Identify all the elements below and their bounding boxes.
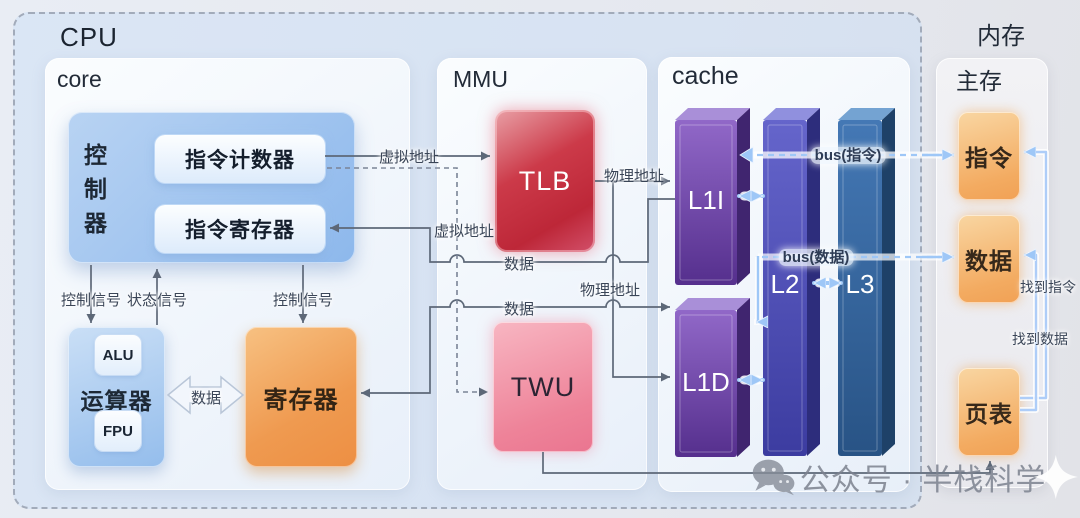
cache-label: cache	[672, 62, 739, 90]
alu-unit-label: 运算器	[80, 388, 153, 414]
found-data-label: 找到数据	[1012, 331, 1068, 347]
physical-address-l1d-label: 物理地址	[579, 282, 641, 299]
tlb-box: TLB	[495, 110, 595, 252]
cpu-label: CPU	[60, 22, 118, 52]
register-file-box: 寄存器	[245, 327, 357, 467]
fpu-box: FPU	[95, 411, 141, 451]
found-instruction-label: 找到指令	[1020, 279, 1076, 295]
bus-data-label: bus(数据)	[778, 249, 854, 266]
mmu-label: MMU	[453, 66, 508, 92]
control-signal-alu-label: 控制信号	[60, 292, 122, 309]
physical-address-l1i-label: 物理地址	[603, 168, 665, 185]
instruction-register-box: 指令寄存器	[155, 205, 325, 253]
data-l1d-label: 数据	[503, 301, 535, 318]
alu-box: ALU	[95, 335, 141, 375]
bus-instruction-label: bus(指令)	[810, 147, 886, 164]
cache-panel	[658, 57, 910, 492]
instruction-memory-box: 指令	[958, 112, 1020, 200]
core-data-exchange-label: 数据	[190, 390, 222, 407]
twu-box: TWU	[493, 322, 593, 452]
virtual-address-to-twu-label: 虚拟地址	[434, 223, 495, 240]
data-memory-box: 数据	[958, 215, 1020, 303]
controller-label: 控制器	[84, 142, 107, 236]
memory-label: 内存	[977, 23, 1025, 50]
data-l1i-label: 数据	[503, 256, 535, 273]
status-signal-label: 状态信号	[126, 292, 188, 309]
main-memory-label: 主存	[956, 68, 1002, 94]
virtual-address-to-tlb-label: 虚拟地址	[378, 149, 440, 166]
instruction-counter-box: 指令计数器	[155, 135, 325, 183]
core-label: core	[57, 66, 102, 92]
page-table-box: 页表	[958, 368, 1020, 456]
control-signal-register-label: 控制信号	[272, 292, 334, 309]
